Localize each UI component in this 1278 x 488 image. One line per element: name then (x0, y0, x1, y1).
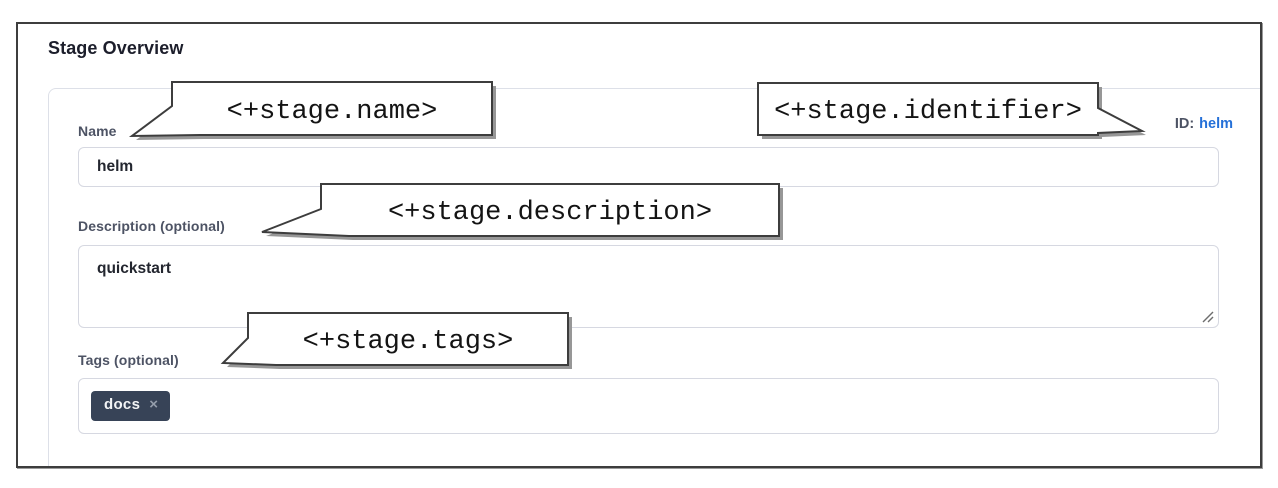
stage-id-row: ID:helm (1175, 116, 1233, 132)
screenshot-frame: Stage Overview Name ID:helm Description … (16, 22, 1262, 468)
id-value: helm (1199, 116, 1233, 132)
tag-chip-label: docs (104, 396, 141, 414)
description-field: quickstart (78, 245, 1219, 328)
tags-input[interactable]: docs × (78, 378, 1219, 434)
description-textarea[interactable]: quickstart (78, 245, 1219, 328)
name-input[interactable] (78, 147, 1219, 187)
name-label: Name (78, 123, 117, 139)
textarea-resize-icon[interactable] (1200, 309, 1214, 323)
page-title: Stage Overview (48, 38, 184, 58)
tag-remove-icon[interactable]: × (149, 396, 159, 414)
tags-label: Tags (optional) (78, 352, 179, 368)
tag-chip-docs: docs × (91, 391, 171, 421)
description-label: Description (optional) (78, 218, 225, 234)
id-label: ID: (1174, 116, 1195, 132)
